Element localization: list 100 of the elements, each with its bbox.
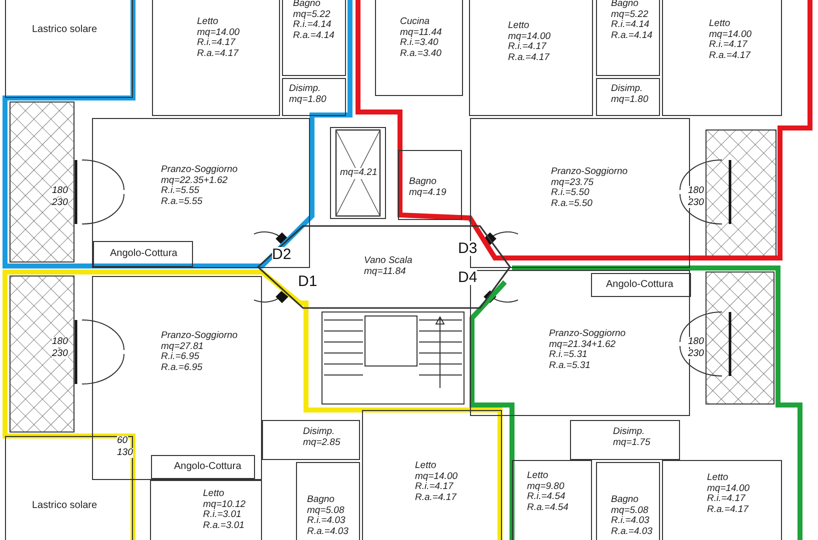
- room-value: mq=10.12: [203, 500, 246, 510]
- room-outline: [570, 420, 680, 460]
- room-outline: [282, 0, 346, 76]
- room-name: Angolo-Cottura: [606, 280, 674, 290]
- room-outline: [330, 127, 386, 219]
- room-value: mq=5.08: [307, 506, 344, 516]
- room-name: Angolo-Cottura: [174, 462, 242, 472]
- room-value: mq=1.80: [611, 94, 648, 105]
- room-outline: [92, 118, 310, 268]
- room-value: R.a.=6.95: [161, 362, 202, 373]
- room-name: Lastrico solare: [32, 25, 98, 36]
- room-value: R.a.=4.03: [307, 526, 348, 537]
- dimension-text: 180: [52, 186, 68, 196]
- room-outline: [151, 455, 255, 479]
- room-value: R.i.=5.50: [551, 188, 590, 198]
- room-value: mq=9.80: [527, 482, 564, 492]
- dimension-text: 180: [688, 186, 704, 196]
- room-value: R.a.=4.17: [415, 492, 456, 503]
- room-outline: [150, 480, 262, 540]
- room-name: Vano Scala: [364, 256, 412, 266]
- room-value: R.a.=4.17: [197, 48, 238, 59]
- room-value: mq=5.22: [611, 10, 648, 20]
- room-value: mq=14.00: [709, 30, 752, 40]
- room-outline: [596, 0, 660, 76]
- room-name: Disimp.: [613, 427, 645, 438]
- room-value: R.a.=4.17: [707, 504, 748, 515]
- room-value: R.a.=4.54: [527, 502, 568, 513]
- room-value: mq=23.75: [551, 178, 594, 188]
- dimension-text: 180: [52, 337, 68, 346]
- room-value: mq=1.75: [613, 438, 650, 448]
- room-outline: [662, 460, 782, 540]
- room-name: Letto: [707, 473, 728, 484]
- room-outline: [5, 0, 133, 98]
- room-name: Lastrico solare: [32, 501, 98, 512]
- room-value: R.a.=5.55: [161, 196, 202, 207]
- room-value: R.i.=6.95: [161, 352, 200, 362]
- dimension-text: 230: [52, 198, 68, 208]
- room-outline: [591, 273, 691, 297]
- room-value: mq=1.80: [289, 94, 326, 105]
- unit-label: D2: [272, 247, 292, 262]
- room-value: mq=14.00: [508, 32, 551, 42]
- dimension-text: 130: [117, 448, 133, 458]
- room-outline: [596, 78, 660, 116]
- room-value: R.i.=5.55: [161, 186, 200, 196]
- room-value: mq=27.81: [161, 342, 204, 352]
- room-outline: [92, 276, 262, 480]
- room-outline: [662, 0, 782, 116]
- room-name: Letto: [709, 19, 730, 30]
- room-name: Letto: [203, 489, 224, 500]
- unit-label: D4: [458, 270, 478, 285]
- room-value: mq=2.85: [303, 438, 340, 448]
- room-value: R.i.=4.54: [527, 492, 566, 502]
- room-name: Pranzo-Soggiorno: [161, 331, 238, 342]
- room-name: Angolo-Cottura: [110, 249, 178, 260]
- room-value: R.i.=5.31: [549, 350, 588, 360]
- room-name: Letto: [527, 471, 548, 482]
- room-value: R.i.=3.40: [400, 38, 438, 48]
- room-value: R.i.=4.03: [611, 516, 650, 526]
- room-outline: [362, 410, 502, 540]
- room-name: Disimp.: [611, 84, 643, 94]
- room-name: mq=4.21: [340, 168, 378, 178]
- room-outline: [375, 0, 463, 96]
- room-value: R.a.=5.50: [551, 198, 592, 209]
- room-value: mq=4.19: [409, 188, 446, 198]
- room-name: Pranzo-Soggiorno: [549, 329, 626, 340]
- room-value: mq=5.22: [293, 10, 330, 20]
- room-value: mq=22.35+1.62: [161, 176, 228, 186]
- dimension-text: 230: [688, 349, 704, 358]
- room-value: mq=21.34+1.62: [549, 340, 616, 350]
- dimension-text: 60: [117, 436, 128, 446]
- room-name: Letto: [415, 461, 436, 472]
- room-value: mq=11.44: [400, 28, 442, 38]
- room-outline: [152, 0, 280, 116]
- room-value: R.a.=4.03: [611, 526, 652, 537]
- room-value: R.a.=4.17: [508, 52, 550, 63]
- room-outline: [469, 0, 593, 116]
- dimension-text: 180: [688, 337, 704, 346]
- room-outline: [262, 420, 360, 460]
- room-value: mq=14.00: [415, 472, 458, 482]
- room-name: Letto: [508, 21, 530, 32]
- room-value: R.i.=3.01: [203, 510, 242, 520]
- room-value: mq=14.00: [707, 484, 750, 494]
- room-name: Bagno: [307, 495, 334, 506]
- room-outline: [93, 241, 193, 267]
- room-value: mq=5.08: [611, 506, 648, 516]
- room-outline: [296, 462, 360, 540]
- room-value: mq=14.00: [197, 28, 240, 38]
- room-value: R.a.=4.14: [611, 30, 652, 41]
- room-name: Bagno: [409, 177, 436, 188]
- room-outline: [398, 150, 462, 220]
- room-name: Bagno: [611, 495, 638, 506]
- room-name: Disimp.: [289, 84, 321, 94]
- unit-label: D1: [298, 274, 318, 289]
- room-value: R.a.=4.14: [293, 30, 334, 41]
- room-outline: [596, 462, 660, 540]
- room-outline: [282, 78, 346, 116]
- room-name: Disimp.: [303, 427, 335, 438]
- room-name: Pranzo-Soggiorno: [551, 167, 628, 178]
- room-value: R.a.=4.17: [709, 50, 750, 61]
- room-value: R.a.=3.01: [203, 520, 244, 531]
